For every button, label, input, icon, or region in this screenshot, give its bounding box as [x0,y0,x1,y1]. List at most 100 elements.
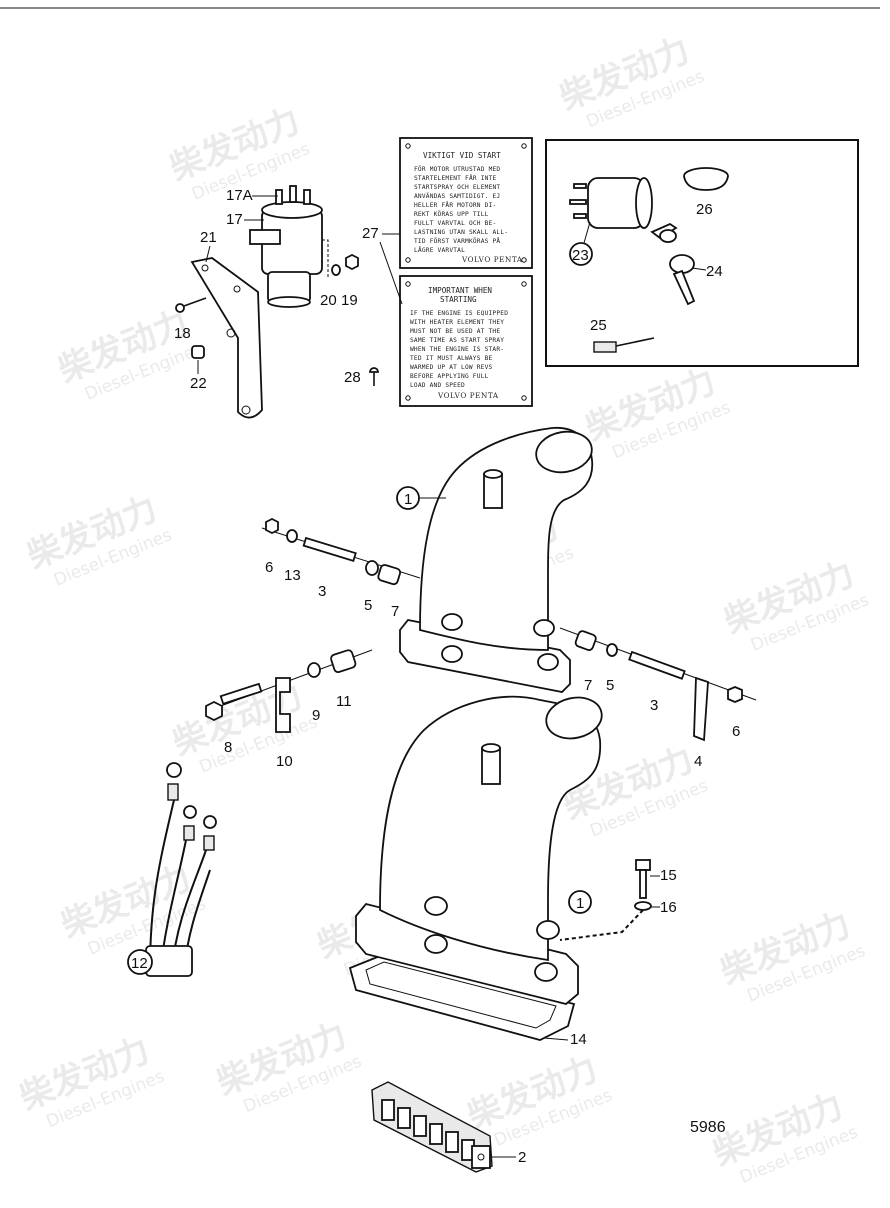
nut-19 [345,253,359,271]
rivet-hole [405,281,411,287]
relay-top [261,201,323,219]
cap-26-body [683,175,729,191]
label-15: 15 [660,867,677,884]
leader-14 [543,1037,569,1041]
label-19: 19 [341,292,358,309]
lamp-25 [593,341,617,353]
label-3-left: 3 [318,583,326,600]
plate-frame [399,137,533,269]
lamp-25-wire [615,337,655,347]
washer-9 [307,662,321,678]
rivet-hole [521,143,527,149]
stud-3 [628,650,686,680]
label-6-right: 6 [732,723,740,740]
bolt-path-dashed [559,909,644,941]
lock-plate-10 [275,677,291,733]
key-24-blade [672,269,696,306]
right-fasteners-upper [559,627,757,742]
plate-en-line: TED IT MUST ALWAYS BE [410,355,493,362]
manifold-port [534,962,558,982]
label-21: 21 [200,229,217,246]
label-circle-1-bottom [568,890,592,914]
leader-23 [583,221,591,244]
label-11: 11 [336,693,352,710]
bolt-8-shank [219,682,263,705]
plate-en-line: MUST NOT BE USED AT THE [410,328,500,335]
rivet-hole [405,395,411,401]
sleeve-11 [330,649,357,673]
plate-en-line: WARMED UP AT LOW REVS [410,364,493,371]
label-17: 17 [226,211,243,228]
washer-20 [331,264,341,276]
heater-element-2 [371,1081,493,1173]
label-17A: 17A [226,187,253,204]
heater-terminal-hole [477,1153,485,1161]
washer-16 [634,901,652,911]
label-2: 2 [518,1149,526,1166]
heater-fin [445,1131,459,1153]
plate-sv-title: VIKTIGT VID START [423,151,501,160]
label-14: 14 [570,1031,587,1048]
spacer-22 [191,345,205,359]
label-3-right: 3 [650,697,658,714]
bracket-hole [201,264,209,272]
plate-en-brand: VOLVO PENTA [437,391,499,400]
heater-terminal [471,1145,491,1169]
plate-sv-line: REKT KÖRAS UPP TILL [414,209,489,218]
gasket-inner [365,961,557,1029]
switch-box-frame [545,139,859,367]
label-27: 27 [362,225,379,242]
label-circle-23 [569,242,593,266]
sleeve-7 [377,564,402,586]
bracket-hole [233,285,241,293]
rivet-28 [369,367,379,373]
bracket-hole [226,328,236,338]
plate-sv-line: LÅGRE VARVTAL [414,245,465,254]
label-6-left: 6 [265,559,273,576]
nut-6 [265,517,279,535]
label-22: 22 [190,375,207,392]
drawing-number: 5986 [690,1119,726,1136]
relay-base-end [267,296,311,308]
leader-27b [379,241,403,305]
label-5-right: 5 [606,677,614,694]
bolt-8-head [205,700,223,722]
lower-left-fasteners [205,649,373,733]
washer-13 [286,529,298,543]
label-18: 18 [174,325,191,342]
label-24: 24 [706,263,723,280]
plate-en-line: WHEN THE ENGINE IS STAR- [410,346,504,353]
rivet-hole [405,143,411,149]
bracket-hole [241,405,251,415]
heater-fin [413,1115,427,1137]
washer-5 [365,560,379,576]
plate-en-title: IMPORTANT WHEN [428,286,492,295]
intake-manifold-upper [399,427,594,693]
terminal-17A [303,189,311,205]
switch-box [545,139,859,367]
label-20: 20 [320,292,337,309]
warning-plate-english: IMPORTANT WHEN STARTING IF THE ENGINE IS… [399,275,533,407]
label-7-left: 7 [391,603,399,620]
warning-plate-swedish: VIKTIGT VID START FÖR MOTOR UTRUSTAD MED… [399,137,533,269]
plate-sv-line: LASTNING UTAN SKALL ALL- [414,229,508,236]
label-circle-12 [127,949,153,975]
bolt-15-head [635,859,651,871]
plate-en-line: WITH HEATER ELEMENT THEY [410,319,504,326]
terminal-sleeve [167,783,179,801]
manifold-boss [481,747,501,785]
label-5-left: 5 [364,597,372,614]
cable-sleeve [145,945,193,977]
label-8: 8 [224,739,232,756]
terminal-sleeve [203,835,215,851]
cable-harness-12 [145,762,217,977]
key-head [659,229,677,243]
relay-assembly [175,185,359,419]
manifold-port [441,645,463,663]
label-7-right: 7 [584,677,592,694]
plate-sv-line: FÖR MOTOR UTRUSTAD MED [414,164,500,173]
manifold-boss-top [481,743,501,753]
ring-terminal [203,815,217,829]
relay-clamp [249,229,281,245]
